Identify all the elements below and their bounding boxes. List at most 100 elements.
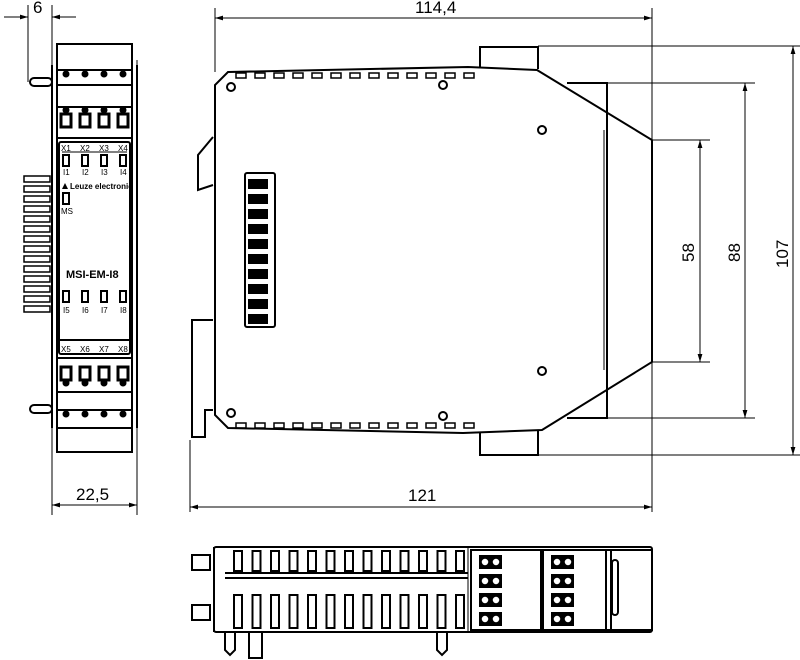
vent-tooth xyxy=(235,72,247,79)
front-view: X1 X2 X3 X4 I1 I2 I3 I4 Leuze electronic… xyxy=(23,5,138,515)
screw-icon xyxy=(563,557,573,567)
vent-tooth xyxy=(254,72,266,79)
terminal-label-x8: X8 xyxy=(118,345,128,354)
led-label-i6: I6 xyxy=(82,306,89,315)
vent-tooth xyxy=(273,72,285,79)
cooling-fin xyxy=(23,215,51,223)
vent-slot xyxy=(233,594,243,629)
terminal-opening xyxy=(116,112,130,129)
vent-slot xyxy=(418,594,428,629)
vent-slot xyxy=(381,550,391,572)
screw-icon xyxy=(552,557,562,567)
screw-icon xyxy=(552,595,562,605)
vent-slot xyxy=(288,550,299,572)
screw-icon xyxy=(480,557,490,567)
vent-slot xyxy=(251,550,262,572)
screw-icon xyxy=(480,595,490,605)
cooling-fin xyxy=(23,255,51,263)
connector-pin xyxy=(248,209,268,219)
screw-icon xyxy=(491,595,501,605)
vent-slot xyxy=(455,550,465,572)
vent-slot xyxy=(344,550,354,572)
terminal-screw-icon xyxy=(62,410,70,418)
vent-slot xyxy=(362,594,373,629)
cooling-fin xyxy=(23,285,51,293)
vent-tooth xyxy=(406,422,418,429)
vent-slot xyxy=(399,550,410,572)
model-label: MSI-EM-I8 xyxy=(66,269,119,281)
vent-tooth xyxy=(387,72,399,79)
cooling-fin xyxy=(23,235,51,243)
vent-tooth xyxy=(425,422,437,429)
vent-slot xyxy=(455,594,465,629)
screw-icon xyxy=(552,614,562,624)
terminal-screw-icon xyxy=(81,106,89,114)
cooling-fin xyxy=(23,275,51,283)
vent-tooth xyxy=(330,422,342,429)
connector-pin xyxy=(248,314,268,324)
terminal-screw-icon xyxy=(119,106,127,114)
vent-slot xyxy=(251,594,262,629)
vent-tooth xyxy=(349,72,361,79)
terminal-screw-icon xyxy=(100,70,108,78)
terminal-label-x2: X2 xyxy=(80,144,90,153)
vent-slot xyxy=(325,550,336,572)
cooling-fin xyxy=(23,265,51,273)
terminal-screw-icon xyxy=(81,379,89,387)
terminal-label-x7: X7 xyxy=(99,345,109,354)
screw-icon xyxy=(563,576,573,586)
screw-icon xyxy=(563,595,573,605)
terminal-opening xyxy=(78,112,92,129)
led-label-i1: I1 xyxy=(63,168,70,177)
connector-pin xyxy=(248,269,268,279)
cooling-fin xyxy=(23,305,51,313)
vent-slot xyxy=(233,550,243,572)
vent-tooth xyxy=(292,72,304,79)
vent-slot xyxy=(270,550,280,572)
cooling-fin xyxy=(23,245,51,253)
screw-icon xyxy=(480,614,490,624)
vent-tooth xyxy=(254,422,266,429)
connector-pin xyxy=(248,299,268,309)
dim-88: 88 xyxy=(725,243,744,262)
vent-slot xyxy=(436,550,447,572)
cooling-fin xyxy=(23,175,51,183)
connector-pin xyxy=(248,254,268,264)
terminal-screw-icon xyxy=(81,70,89,78)
vent-slot xyxy=(344,594,354,629)
dim-114-4: 114,4 xyxy=(415,0,456,17)
vent-slot xyxy=(288,594,299,629)
led-label-i8: I8 xyxy=(120,306,127,315)
terminal-screw-icon xyxy=(119,410,127,418)
terminal-screw-icon xyxy=(62,379,70,387)
terminal-screw-icon xyxy=(119,379,127,387)
vent-tooth xyxy=(444,72,456,79)
screw-icon xyxy=(491,557,501,567)
bottom-view xyxy=(191,546,653,659)
led-label-i7: I7 xyxy=(101,306,108,315)
led-label-i4: I4 xyxy=(120,168,127,177)
side-view xyxy=(191,46,653,456)
dim-58: 58 xyxy=(679,243,698,262)
leuze-logo-icon xyxy=(62,183,68,189)
vent-slot xyxy=(362,550,373,572)
vent-slot xyxy=(418,550,428,572)
vent-slot xyxy=(436,594,447,629)
dim-121: 121 xyxy=(408,486,436,505)
dim-107: 107 xyxy=(773,240,792,268)
terminal-screw-icon xyxy=(62,70,70,78)
cooling-fin xyxy=(23,195,51,203)
connector-pin xyxy=(248,239,268,249)
vent-tooth xyxy=(349,422,361,429)
led-label-i3: I3 xyxy=(101,168,108,177)
vent-tooth xyxy=(368,72,380,79)
ms-label: MS xyxy=(61,207,73,216)
vent-slot xyxy=(307,550,317,572)
terminal-label-x5: X5 xyxy=(61,345,71,354)
terminal-label-x4: X4 xyxy=(118,144,128,153)
terminal-screw-icon xyxy=(100,410,108,418)
connector-pin xyxy=(248,179,268,189)
connector-pin xyxy=(248,284,268,294)
vent-slot xyxy=(399,594,410,629)
